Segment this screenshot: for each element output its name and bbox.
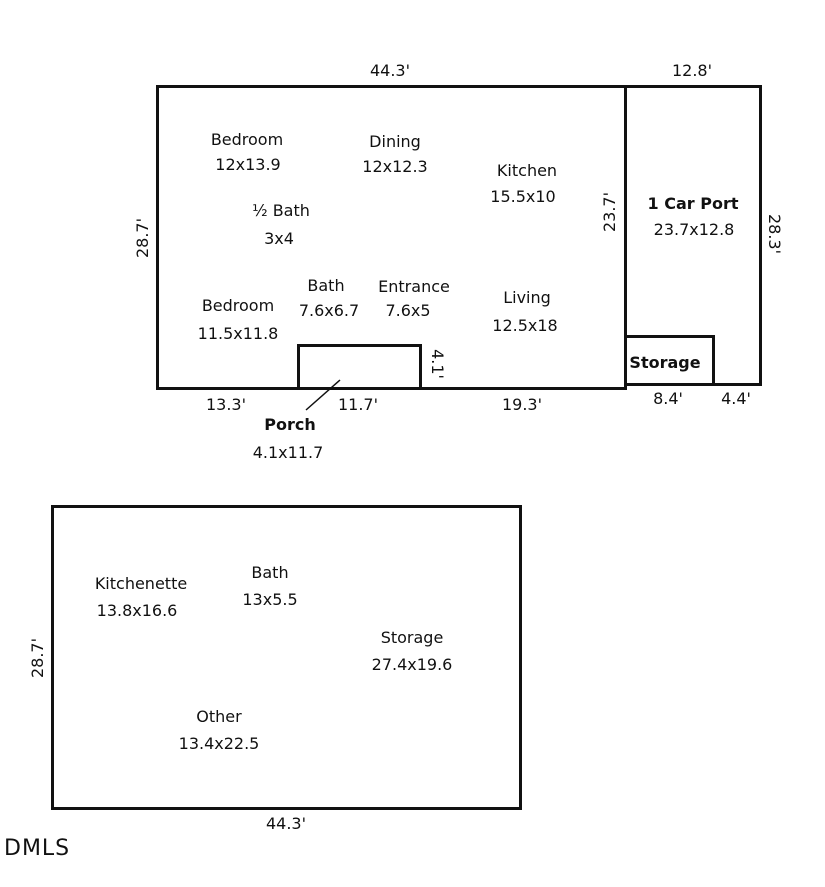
storage-name: Storage	[629, 353, 701, 372]
carport-name: 1 Car Port	[647, 194, 739, 213]
dim-bottom-right: 19.3'	[501, 395, 543, 414]
dmls-logo: DMLS	[4, 836, 71, 861]
room-bedroom-1-name: Bedroom	[210, 130, 284, 149]
room-entrance-name: Entrance	[378, 277, 450, 296]
room-bedroom-2-name: Bedroom	[201, 296, 275, 315]
room-dining-size: 12x12.3	[362, 157, 428, 176]
lower-room-storage-name: Storage	[380, 628, 444, 647]
porch-size: 4.1x11.7	[252, 443, 324, 462]
lower-plan-outline	[51, 505, 522, 810]
dim-main-left: 28.7'	[133, 217, 152, 259]
dim-bottom-porch: 11.7'	[337, 395, 379, 414]
lower-dim-left: 28.7'	[28, 637, 47, 679]
lower-room-other-name: Other	[196, 707, 242, 726]
room-dining-name: Dining	[369, 132, 421, 151]
dim-carport-top: 12.8'	[671, 61, 713, 80]
room-kitchen-size: 15.5x10	[490, 187, 556, 206]
lower-room-storage-size: 27.4x19.6	[371, 655, 453, 674]
porch-name: Porch	[264, 415, 316, 434]
dim-carport-left: 23.7'	[600, 191, 619, 233]
room-kitchen-name: Kitchen	[496, 161, 558, 180]
room-entrance-size: 7.6x5	[385, 301, 431, 320]
lower-room-bath-name: Bath	[251, 563, 289, 582]
storage-outline	[624, 335, 715, 386]
dim-main-top: 44.3'	[369, 61, 411, 80]
room-living-name: Living	[503, 288, 551, 307]
room-living-size: 12.5x18	[492, 316, 558, 335]
room-bedroom-1-size: 12x13.9	[215, 155, 281, 174]
room-half-bath-size: 3x4	[264, 229, 294, 248]
lower-room-kitchenette-size: 13.8x16.6	[96, 601, 178, 620]
lower-room-kitchenette-name: Kitchenette	[94, 574, 188, 593]
dim-bottom-left: 13.3'	[205, 395, 247, 414]
room-half-bath-name: ½ Bath	[252, 201, 310, 220]
dim-porch-side: 4.1'	[428, 349, 447, 379]
dim-carport-right: 28.3'	[765, 213, 784, 255]
room-bath-size: 7.6x6.7	[298, 301, 360, 320]
porch-outline	[297, 344, 422, 390]
dim-bottom-carport-end: 4.4'	[721, 389, 751, 408]
lower-room-other-size: 13.4x22.5	[178, 734, 260, 753]
carport-size: 23.7x12.8	[653, 220, 735, 239]
lower-dim-bottom: 44.3'	[265, 814, 307, 833]
dim-bottom-storage: 8.4'	[653, 389, 683, 408]
lower-room-bath-size: 13x5.5	[242, 590, 298, 609]
room-bedroom-2-size: 11.5x11.8	[197, 324, 279, 343]
room-bath-name: Bath	[307, 276, 345, 295]
